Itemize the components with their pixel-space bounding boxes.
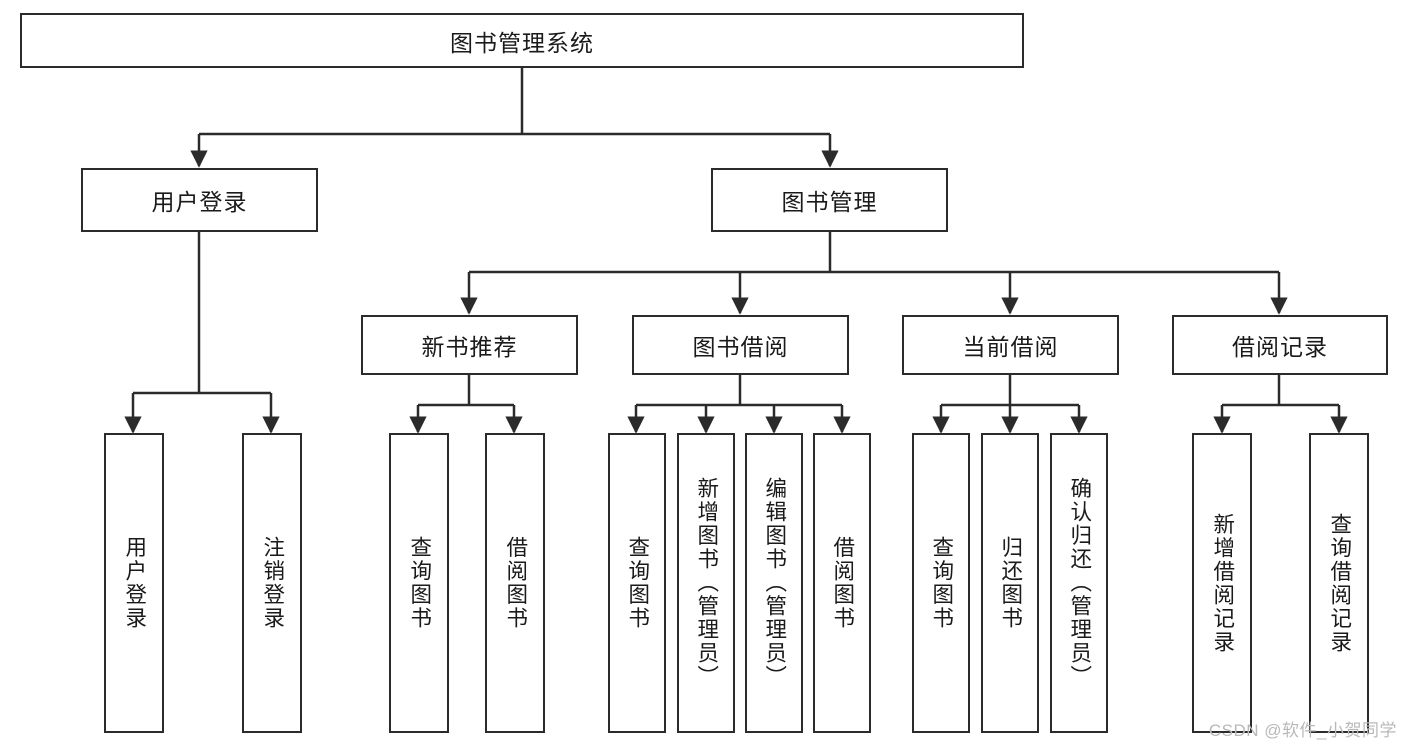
node-root-label: 图书管理系统 xyxy=(450,29,594,56)
leaf-label: 用户登录 xyxy=(122,536,147,630)
node-book-borrow[interactable]: 图书借阅 xyxy=(632,315,849,375)
leaf-label: 新增借阅记录 xyxy=(1210,512,1235,654)
leaf-book-borrow-add[interactable]: 新增图书（管理员） xyxy=(677,433,735,733)
leaf-label: 借阅图书 xyxy=(830,536,855,630)
leaf-label: 新增图书（管理员） xyxy=(694,477,719,689)
leaf-book-borrow-borrow[interactable]: 借阅图书 xyxy=(813,433,871,733)
leaf-user-login-login[interactable]: 用户登录 xyxy=(104,433,164,733)
node-borrow-record-label: 借阅记录 xyxy=(1232,334,1328,360)
leaf-current-borrow-query[interactable]: 查询图书 xyxy=(912,433,970,733)
leaf-book-borrow-query[interactable]: 查询图书 xyxy=(608,433,666,733)
leaf-label: 注销登录 xyxy=(260,536,285,630)
leaf-current-borrow-return[interactable]: 归还图书 xyxy=(981,433,1039,733)
node-new-book-recommend-label: 新书推荐 xyxy=(421,334,518,360)
leaf-new-book-query[interactable]: 查询图书 xyxy=(389,433,449,733)
leaf-label: 借阅图书 xyxy=(503,536,528,630)
leaf-book-borrow-edit[interactable]: 编辑图书（管理员） xyxy=(745,433,803,733)
leaf-label: 编辑图书（管理员） xyxy=(762,477,787,689)
node-user-login[interactable]: 用户登录 xyxy=(81,168,318,232)
leaf-current-borrow-confirm[interactable]: 确认归还（管理员） xyxy=(1050,433,1108,733)
leaf-borrow-record-query[interactable]: 查询借阅记录 xyxy=(1309,433,1369,733)
node-book-management-label: 图书管理 xyxy=(781,189,878,215)
node-book-management[interactable]: 图书管理 xyxy=(711,168,948,232)
leaf-label: 查询图书 xyxy=(407,536,432,630)
node-borrow-record[interactable]: 借阅记录 xyxy=(1172,315,1388,375)
node-root[interactable]: 图书管理系统 xyxy=(20,13,1024,68)
leaf-label: 查询图书 xyxy=(625,536,650,630)
leaf-label: 查询借阅记录 xyxy=(1327,512,1352,654)
leaf-label: 归还图书 xyxy=(998,536,1023,630)
leaf-label: 查询图书 xyxy=(929,536,954,630)
node-current-borrow-label: 当前借阅 xyxy=(962,334,1059,360)
node-book-borrow-label: 图书借阅 xyxy=(692,334,789,360)
node-user-login-label: 用户登录 xyxy=(151,189,248,215)
leaf-user-login-logout[interactable]: 注销登录 xyxy=(242,433,302,733)
leaf-borrow-record-add[interactable]: 新增借阅记录 xyxy=(1192,433,1252,733)
leaf-new-book-borrow[interactable]: 借阅图书 xyxy=(485,433,545,733)
node-new-book-recommend[interactable]: 新书推荐 xyxy=(361,315,578,375)
leaf-label: 确认归还（管理员） xyxy=(1067,477,1092,689)
node-current-borrow[interactable]: 当前借阅 xyxy=(902,315,1119,375)
